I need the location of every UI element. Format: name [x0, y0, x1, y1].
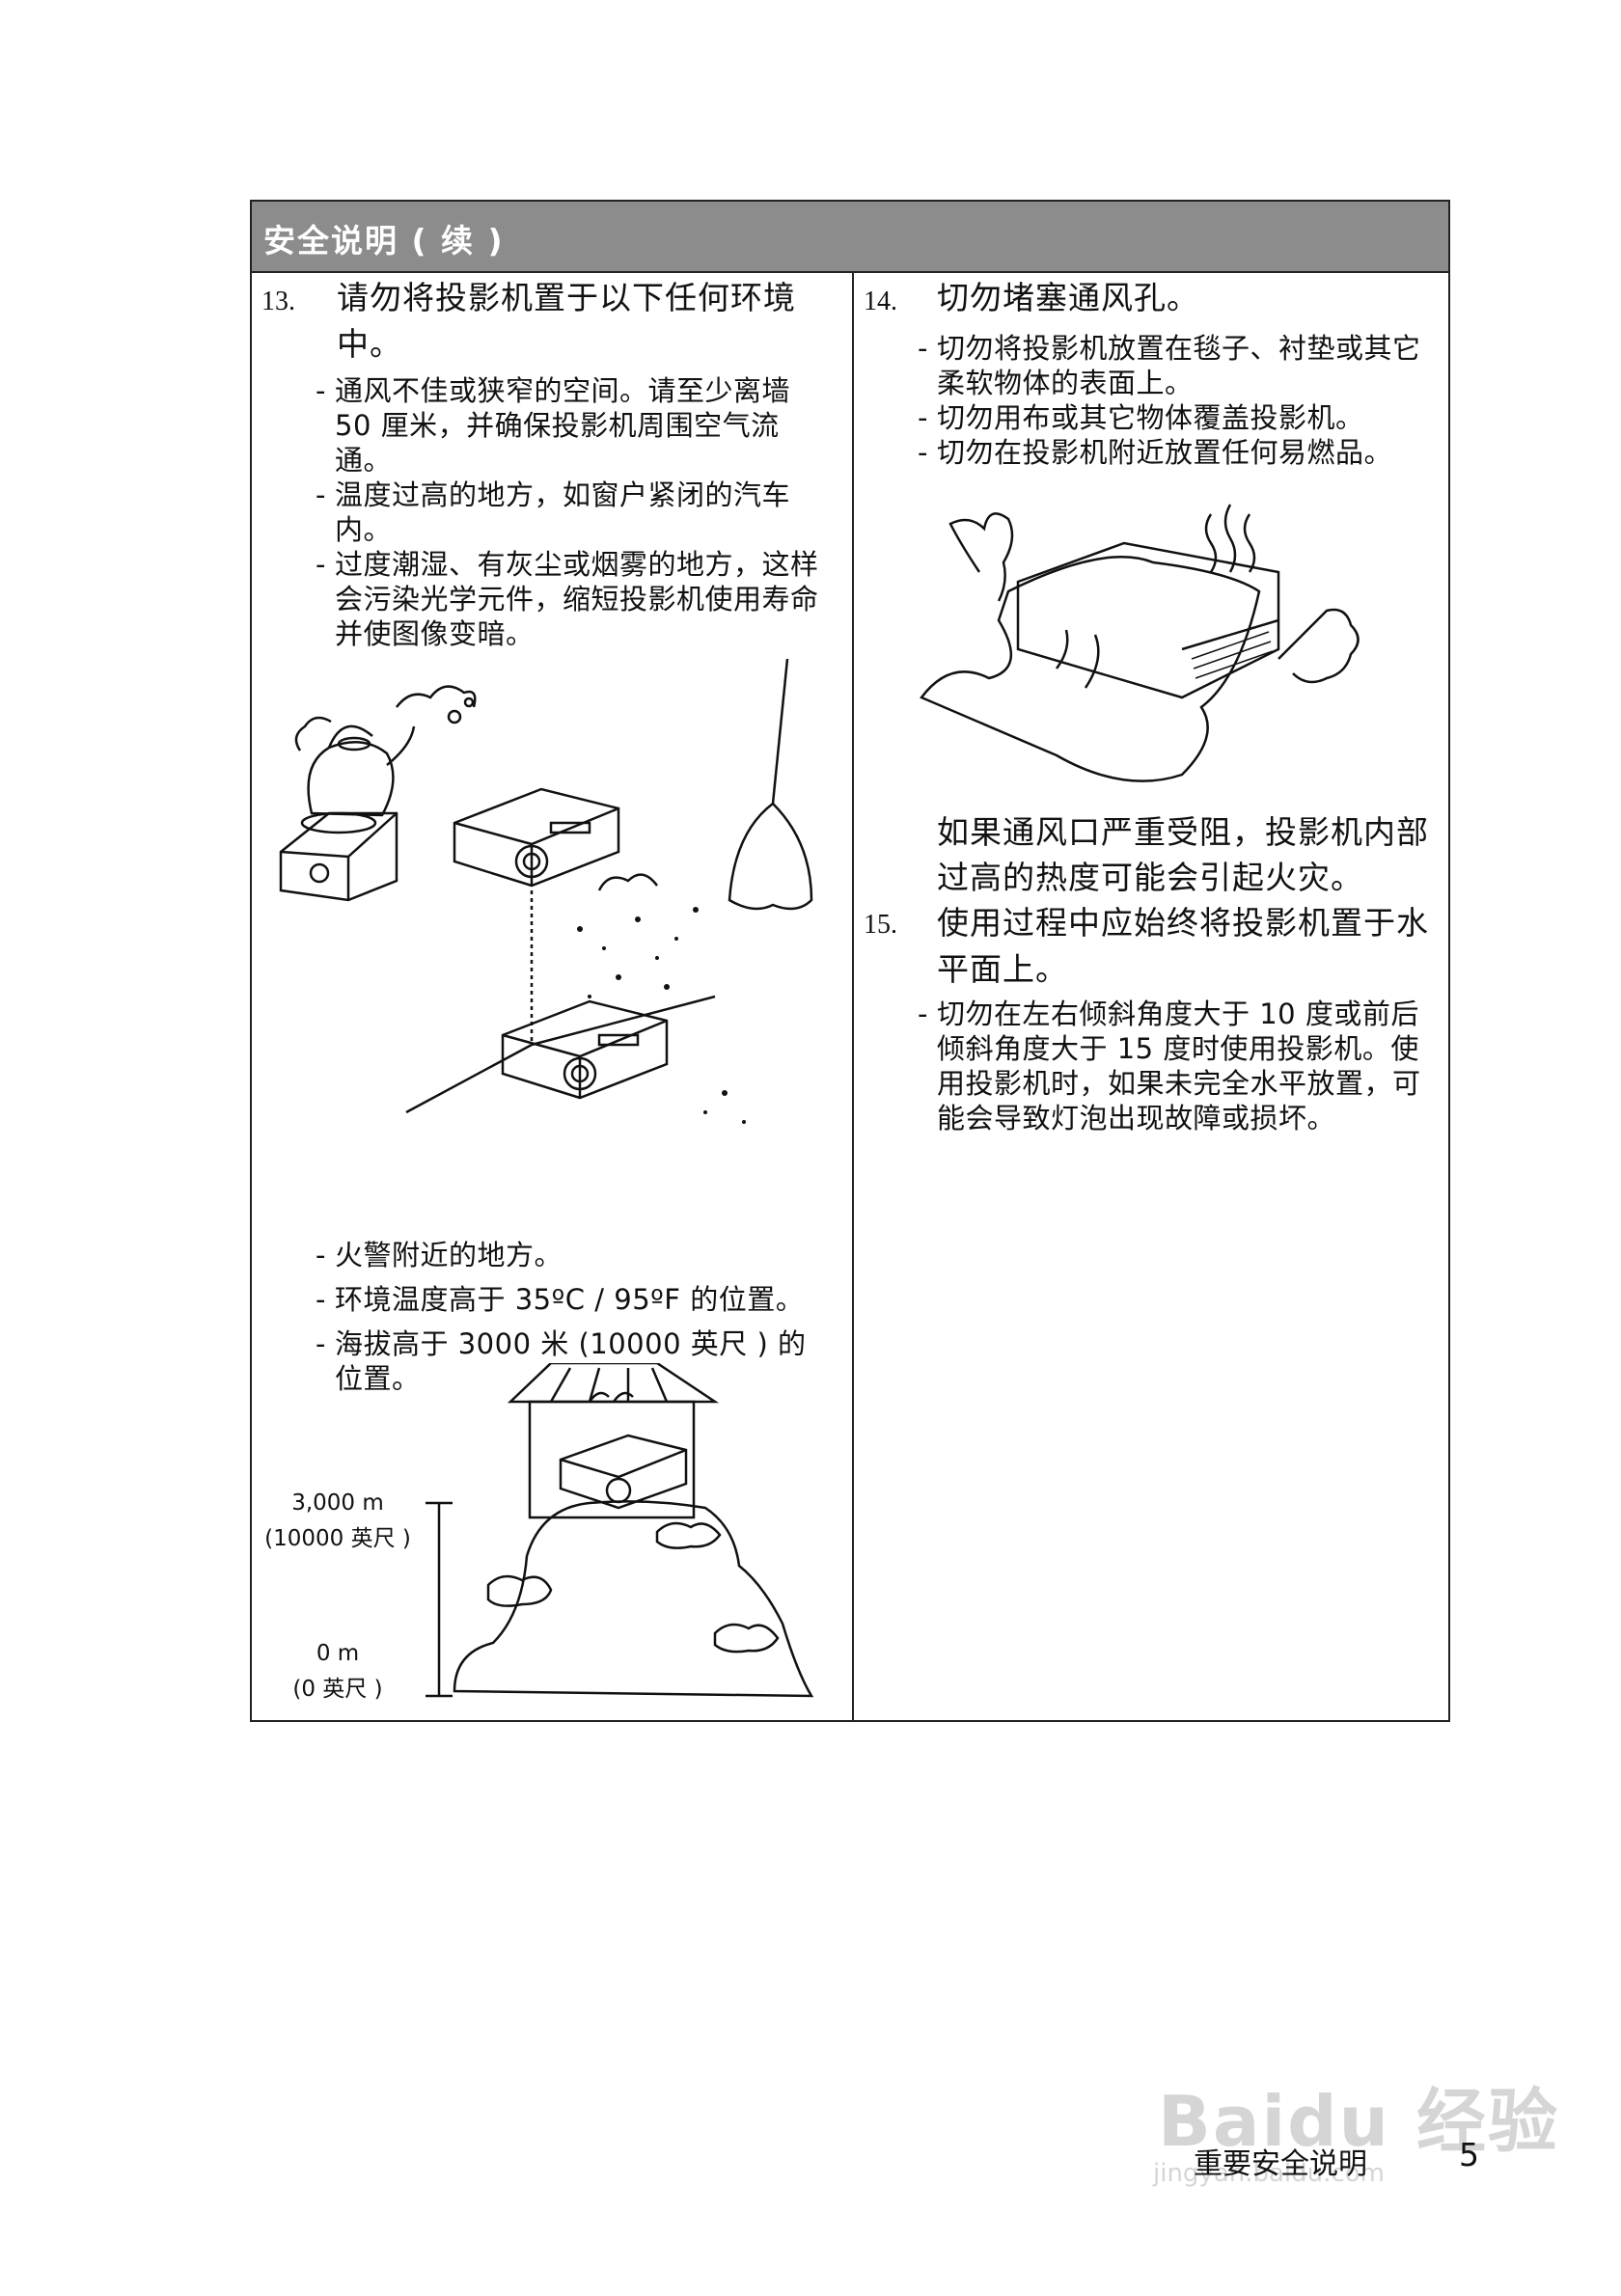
watermark-url: jingyan.baidu.com [1153, 2159, 1385, 2188]
list-item: -切勿在投影机附近放置任何易燃品。 [918, 436, 1393, 469]
section-title: 安全说明 ( 续 ) [263, 222, 505, 260]
environment-illustration [279, 659, 813, 1124]
bullet-text: 温度过高的地方，如窗户紧闭的汽车内。 [335, 478, 791, 546]
list-item: -海拔高于 3000 米 (10000 英尺 ) 的位置。 [316, 1327, 807, 1395]
table-header: 安全说明 ( 续 ) [252, 202, 1448, 273]
item-13-text: 请勿将投影机置于以下任何环境中。 [337, 279, 796, 363]
bullet-text: 环境温度高于 35ºC / 95ºF 的位置。 [335, 1283, 805, 1316]
bullet-text: 海拔高于 3000 米 (10000 英尺 ) 的位置。 [335, 1327, 807, 1395]
safety-table: 安全说明 ( 续 ) 13. 请勿将投影机置于以下任何环境中。 -通风不佳或狭窄… [250, 200, 1450, 1722]
column-divider [852, 273, 854, 1720]
bullet-text: 切勿在投影机附近放置任何易燃品。 [937, 436, 1393, 469]
watermark-logo: Baidu 经验 [1158, 2081, 1560, 2162]
warning-text: 如果通风口严重受阻，投影机内部过高的热度可能会引起火灾。 [937, 813, 1429, 896]
bullet-text: 过度潮湿、有灰尘或烟雾的地方，这样会污染光学元件，缩短投影机使用寿命并使图像变暗… [335, 548, 819, 650]
list-item: -温度过高的地方，如窗户紧闭的汽车内。 [316, 478, 791, 546]
list-item: -切勿用布或其它物体覆盖投影机。 [918, 401, 1364, 434]
page-number: 5 [1459, 2136, 1479, 2173]
altitude-top-label: 3,000 m [291, 1490, 384, 1516]
list-item: -过度潮湿、有灰尘或烟雾的地方，这样会污染光学元件，缩短投影机使用寿命并使图像变… [316, 548, 819, 650]
footer-section-title: 重要安全说明 [1194, 2147, 1367, 2181]
altitude-bottom-label: 0 m [316, 1641, 360, 1666]
list-item: -火警附近的地方。 [316, 1239, 563, 1271]
item-14-number: 14. [864, 287, 897, 316]
list-item: -通风不佳或狭窄的空间。请至少离墙 50 厘米，并确保投影机周围空气流通。 [316, 374, 791, 477]
list-item: -切勿在左右倾斜角度大于 10 度或前后倾斜角度大于 15 度时使用投影机。使用… [918, 998, 1421, 1134]
bullet-text: 切勿将投影机放置在毯子、衬垫或其它柔软物体的表面上。 [937, 332, 1421, 399]
item-14-text: 切勿堵塞通风孔。 [937, 279, 1199, 316]
item-15-number: 15. [864, 910, 897, 940]
item-13-number: 13. [261, 287, 295, 316]
altitude-top-feet: (10000 英尺 ) [264, 1526, 411, 1551]
list-item: -环境温度高于 35ºC / 95ºF 的位置。 [316, 1283, 805, 1316]
bullet-text: 切勿用布或其它物体覆盖投影机。 [937, 401, 1364, 434]
list-item: -切勿将投影机放置在毯子、衬垫或其它柔软物体的表面上。 [918, 332, 1421, 399]
altitude-bottom-feet: (0 英尺 ) [292, 1677, 383, 1702]
bullet-text: 火警附近的地方。 [335, 1239, 563, 1271]
high-altitude-illustration [426, 1363, 814, 1698]
bullet-text: 通风不佳或狭窄的空间。请至少离墙 50 厘米，并确保投影机周围空气流通。 [335, 374, 791, 477]
covered-projector-illustration [920, 504, 1360, 782]
item-15-text: 使用过程中应始终将投影机置于水平面上。 [937, 904, 1429, 988]
bullet-text: 切勿在左右倾斜角度大于 10 度或前后倾斜角度大于 15 度时使用投影机。使用投… [937, 998, 1421, 1134]
